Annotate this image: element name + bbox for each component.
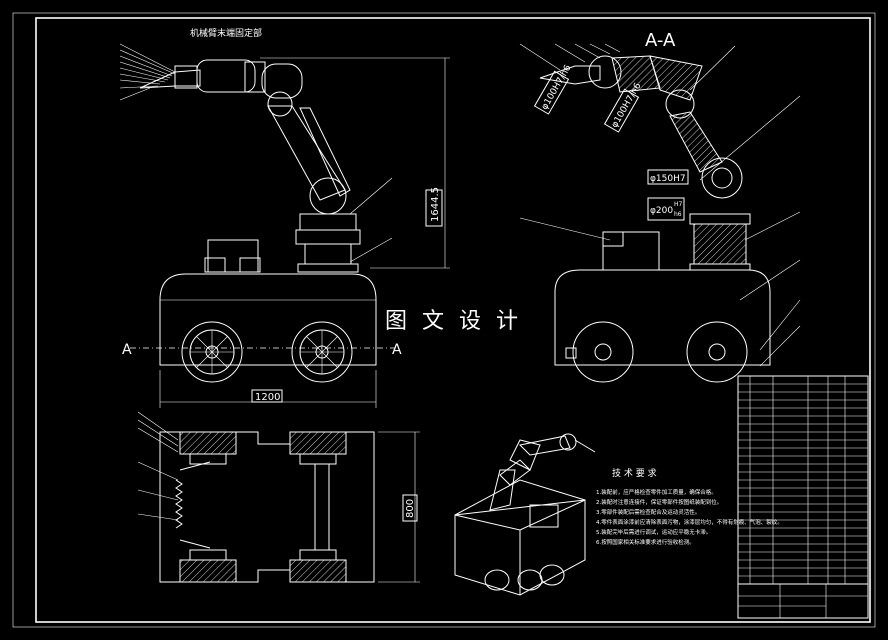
section-title: A-A xyxy=(645,30,676,51)
requirement-item: 5.装配完毕后需进行调试，运动应平稳无卡滞。 xyxy=(596,528,711,536)
outer-border xyxy=(12,12,876,628)
section-view: A-A φ100H7/h6 φ100H7/h6 xyxy=(519,30,801,383)
iso-view xyxy=(454,433,596,596)
svg-text:φ200: φ200 xyxy=(650,206,673,216)
length-value: 1200 xyxy=(255,392,280,403)
wheel-front xyxy=(181,321,243,383)
width-value: 800 xyxy=(405,499,416,518)
requirement-item: 2.装配时注意连接件，保证零部件按图纸装配到位。 xyxy=(596,498,722,506)
side-view: 机械臂末端固定部 xyxy=(119,27,450,408)
chassis-side xyxy=(159,273,377,366)
requirement-item: 6.按照国家相关标准要求进行验收检测。 xyxy=(596,538,695,546)
length-dimension: 1200 xyxy=(159,370,377,408)
technical-requirements: 技 术 要 求 1.装配前，应严格检查零件加工质量，确保合格。 2.装配时注意连接… xyxy=(596,467,783,546)
arm-base xyxy=(295,177,393,273)
requirements-title: 技 术 要 求 xyxy=(612,467,657,479)
requirement-item: 3.零部件装配后需检查配合及运动灵活性。 xyxy=(596,508,700,516)
control-box xyxy=(207,239,259,273)
upper-arm xyxy=(261,63,351,215)
title-block xyxy=(737,583,869,619)
requirement-item: 1.装配前，应严格检查零件加工质量，确保合格。 xyxy=(596,488,717,496)
top-view: 800 xyxy=(137,411,420,583)
svg-text:φ150H7: φ150H7 xyxy=(650,174,686,184)
gripper-leaders xyxy=(119,43,176,101)
height-dimension: 1644.5 xyxy=(260,57,450,269)
svg-text:H7: H7 xyxy=(674,201,683,208)
inner-border xyxy=(35,17,871,623)
section-marker-right: A xyxy=(392,342,402,358)
svg-text:h6: h6 xyxy=(674,211,682,218)
parts-table xyxy=(737,375,869,585)
wheel-rear xyxy=(291,321,353,383)
fit-label-1: φ100H7/h6 xyxy=(533,63,574,115)
watermark: 图 文 设 计 xyxy=(385,309,522,334)
gripper xyxy=(139,59,266,93)
requirement-item: 4.零件表面涂漆前应清除表面污物，涂漆层均匀，不得有划痕、气泡、裂纹。 xyxy=(596,518,783,526)
side-view-title: 机械臂末端固定部 xyxy=(190,27,262,39)
fit-label-3: φ150H7 xyxy=(647,169,689,185)
height-value: 1644.5 xyxy=(430,187,441,222)
fit-label-4: φ200 H7 h6 xyxy=(647,197,685,221)
section-marker-left: A xyxy=(122,342,132,358)
